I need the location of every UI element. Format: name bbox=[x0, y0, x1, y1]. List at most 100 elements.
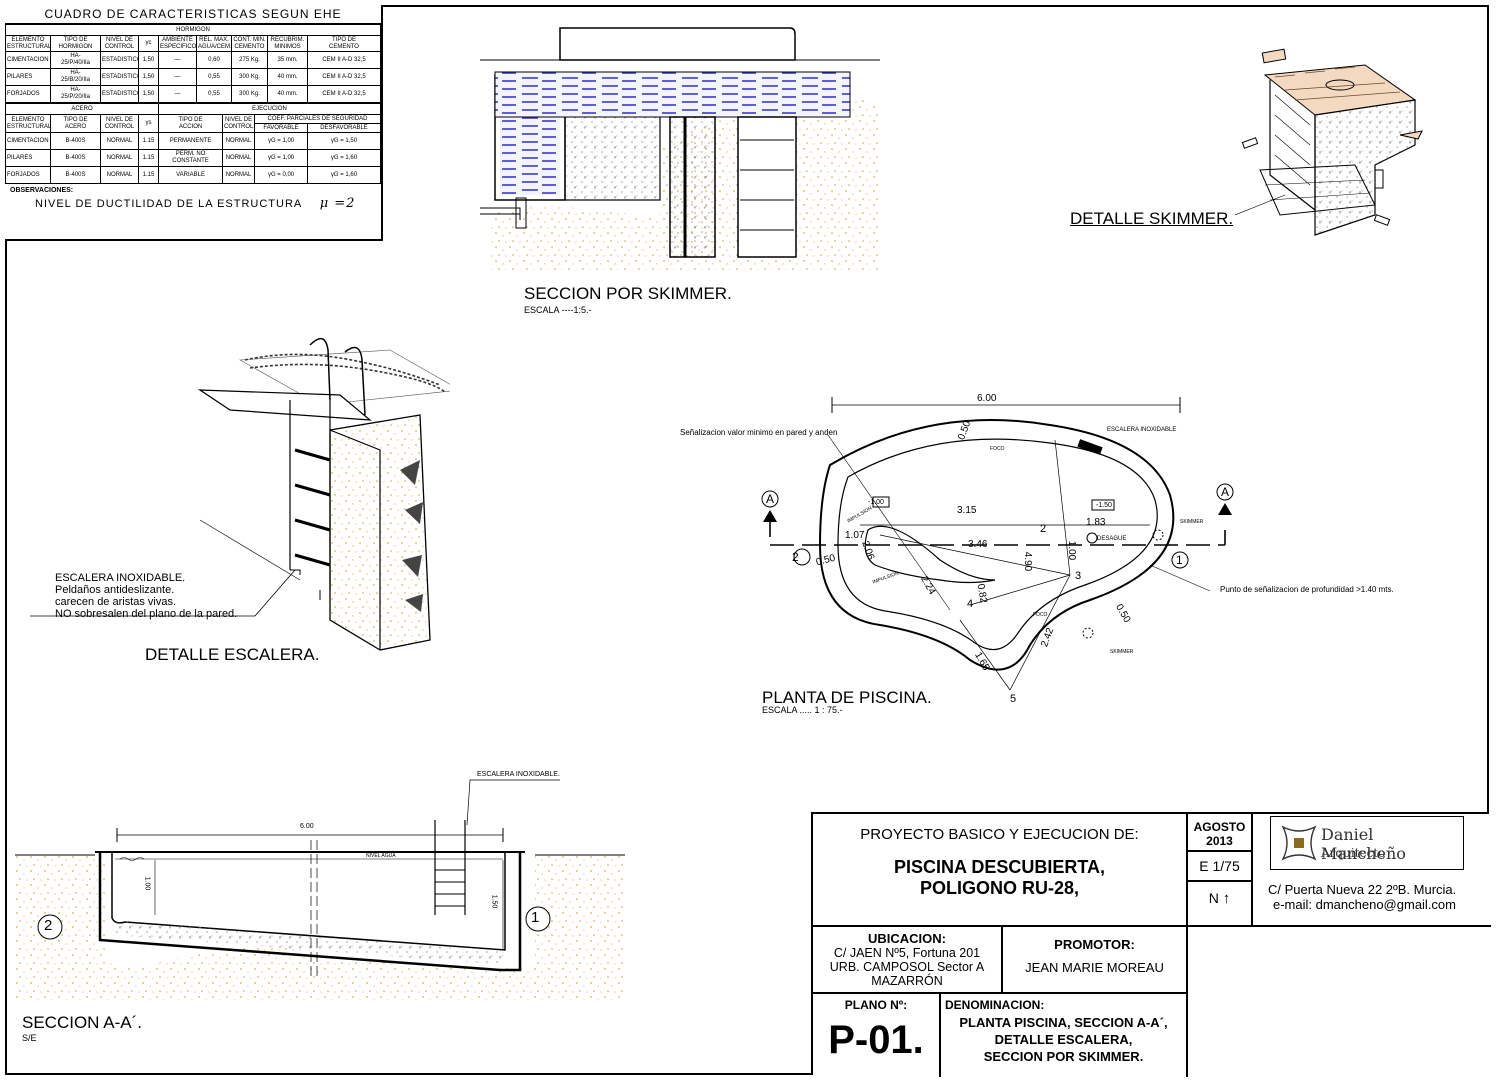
architect-box: Daniel Mancheño Arquitecto C/ Puerta Nue… bbox=[1251, 814, 1491, 925]
table-row: CIMENTACION HA- 25/P/40/IIa ESTADISTICO … bbox=[5, 51, 381, 69]
hormigon-title: HORMIGON bbox=[5, 24, 381, 36]
table-header-cell: ELEMENTO ESTRUCTURAL bbox=[5, 114, 51, 133]
plan-point-3: 3 bbox=[1075, 570, 1082, 582]
table-cell: 1,50 bbox=[138, 68, 159, 86]
table-cell: 1,50 bbox=[138, 85, 159, 103]
section-point-1: 1 bbox=[531, 909, 540, 926]
table-cell: ESTADISTICO bbox=[100, 68, 139, 86]
table-cell: — bbox=[158, 68, 197, 86]
denominacion-line: DETALLE ESCALERA, bbox=[994, 1032, 1133, 1047]
ladder-note-line: NO sobresalen del plano de la pared. bbox=[55, 608, 238, 620]
table-cell: ESTADISTICO bbox=[100, 85, 139, 103]
plan-dim-315: 3.15 bbox=[957, 505, 977, 516]
table-cell: B-400S bbox=[50, 132, 101, 150]
plan-label-punto: Punto de señalizacion de profundidad >1.… bbox=[1220, 585, 1394, 594]
ubicacion-line: MAZARRÓN bbox=[871, 974, 943, 988]
plan-dim-490: 4.90 bbox=[1022, 551, 1034, 572]
acero-table: ACERO EJECUCION ELEMENTO ESTRUCTURAL TIP… bbox=[4, 103, 381, 184]
table-cell: NORMAL bbox=[100, 166, 139, 184]
table-cell: PILARES bbox=[5, 68, 51, 86]
table-header-cell: TIPO DE HORMIGON bbox=[50, 35, 101, 52]
plan-scale: ESCALA ..... 1 : 75.- bbox=[762, 705, 843, 715]
north-label: N bbox=[1208, 890, 1219, 906]
skimmer-detail-drawing bbox=[1235, 48, 1423, 236]
plan-dim-346: 3.46 bbox=[968, 539, 988, 550]
table-cell: NORMAL bbox=[222, 149, 256, 167]
observaciones-label: OBSERVACIONES: bbox=[10, 187, 74, 194]
table-cell: NORMAL bbox=[222, 166, 256, 184]
table-cell: 0,55 bbox=[196, 85, 232, 103]
ladder-detail-drawing bbox=[197, 337, 450, 651]
plan-point-1: 1 bbox=[1176, 553, 1183, 567]
table-cell: γG = 1,60 bbox=[307, 149, 381, 167]
table-cell: 40 mm. bbox=[267, 68, 308, 86]
table-cell: 300 Kg. bbox=[231, 85, 268, 103]
coef-title: COEF. PARCIALES DE SEGURIDAD bbox=[254, 114, 381, 124]
ehe-characteristics-table: CUADRO DE CARACTERISTICAS SEGUN EHE HORM… bbox=[4, 5, 383, 241]
sheet-frame bbox=[5, 5, 1489, 1075]
project-box: PROYECTO BASICO Y EJECUCION DE: PISCINA … bbox=[813, 814, 1186, 925]
table-header-cell: AMBIENTE ESPECIFICO bbox=[158, 35, 197, 52]
ladder-note-line: carecen de aristas vivas. bbox=[55, 596, 177, 608]
table-cell: — bbox=[158, 85, 197, 103]
table-cell: B-400S bbox=[50, 166, 101, 184]
table-cell: FORJADOS bbox=[5, 85, 51, 103]
section-aa-scale: S/E bbox=[22, 1033, 37, 1043]
denominacion-box: DENOMINACION: PLANTA PISCINA, SECCION A-… bbox=[939, 992, 1186, 1077]
plan-label-skimmer-2: SKIMMER bbox=[1110, 649, 1134, 655]
plan-label-foco: FOCO bbox=[990, 446, 1005, 452]
plan-label-skimmer-1: SKIMMER bbox=[1180, 519, 1204, 525]
table-cell: — bbox=[158, 51, 197, 69]
table-cell: 1.15 bbox=[137, 166, 160, 184]
hormigon-table: HORMIGON ELEMENTO ESTRUCTURAL TIPO DE HO… bbox=[5, 24, 381, 103]
plan-point-2: 2 bbox=[792, 550, 799, 564]
table-cell: HA- 25/B/20/IIa bbox=[50, 68, 101, 86]
table-cell: VARIABLE bbox=[158, 166, 224, 184]
title-block: PROYECTO BASICO Y EJECUCION DE: PISCINA … bbox=[811, 812, 1491, 1077]
table-cell: PILARES bbox=[5, 149, 51, 167]
table-cell: 300 Kg. bbox=[231, 68, 268, 86]
promotor-box: PROMOTOR: JEAN MARIE MOREAU bbox=[1001, 925, 1186, 992]
ubicacion-box: UBICACION: C/ JAEN Nº5, Fortuna 201 URB.… bbox=[813, 925, 1001, 992]
table-row: FORJADOS HA- 25/P/20/IIa ESTADISTICO 1,5… bbox=[5, 85, 381, 103]
plan-section-mark-right: A bbox=[1221, 485, 1230, 499]
table-cell: FORJADOS bbox=[5, 166, 51, 184]
table-cell: NORMAL bbox=[222, 132, 256, 150]
empty-box bbox=[1186, 925, 1491, 992]
date-year: 2013 bbox=[1188, 834, 1251, 852]
architect-title: Arquitecto bbox=[1321, 846, 1386, 860]
table-cell: CEM II A-D 32,5 bbox=[307, 85, 381, 103]
table-header-cell: RECUBRIM. MINIMOS bbox=[267, 35, 308, 52]
denominacion-line: PLANTA PISCINA, SECCION A-A´, bbox=[959, 1015, 1168, 1030]
table-header-cell: TIPO DE ACERO bbox=[50, 114, 101, 133]
acero-title: ACERO bbox=[4, 103, 160, 115]
plan-label-desague: DESAGUE bbox=[1097, 536, 1127, 542]
ladder-note-line: Peldaños antideslizante. bbox=[55, 584, 175, 596]
table-cell: 1,50 bbox=[138, 51, 159, 69]
architect-name: Daniel Mancheño bbox=[1321, 825, 1406, 863]
table-header-cell: NIVEL DE CONTROL bbox=[222, 114, 256, 133]
ladder-detail-title: DETALLE ESCALERA. bbox=[145, 645, 320, 664]
pool-plan-drawing bbox=[761, 397, 1234, 691]
plan-scale-value: E 1/75 bbox=[1188, 852, 1251, 882]
table-cell: PERM. NO CONSTANTE bbox=[158, 149, 224, 167]
ladder-note: ESCALERA INOXIDABLE. Peldaños antidesliz… bbox=[55, 572, 237, 620]
table-header-cell: γc bbox=[138, 35, 159, 52]
table-row: FORJADOS B-400S NORMAL 1.15 VARIABLE NOR… bbox=[5, 166, 381, 184]
skimmer-section-drawing bbox=[480, 27, 880, 271]
table-cell: B-400S bbox=[50, 149, 101, 167]
observaciones-text: NIVEL DE DUCTILIDAD DE LA ESTRUCTURA μ =… bbox=[5, 194, 381, 211]
plan-level-150: -1.50 bbox=[1096, 502, 1112, 509]
section-dim-150: 1.50 bbox=[490, 894, 498, 909]
skimmer-section-scale: ESCALA ----1:5.- bbox=[524, 305, 592, 315]
table-cell: 1.15 bbox=[137, 149, 160, 167]
divider bbox=[1186, 992, 1188, 1077]
project-label: PROYECTO BASICO Y EJECUCION DE: bbox=[860, 826, 1139, 843]
denominacion-label: DENOMINACION: bbox=[945, 998, 1045, 1012]
table-cell: ESTADISTICO bbox=[100, 51, 139, 69]
north-arrow-icon: ↑ bbox=[1222, 890, 1231, 907]
table-header-cell: ELEMENTO ESTRUCTURAL bbox=[5, 35, 51, 52]
skimmer-detail-title: DETALLE SKIMMER. bbox=[1070, 209, 1234, 228]
table-header-cell: CONT. MIN. CEMENTO bbox=[231, 35, 268, 52]
table-title: CUADRO DE CARACTERISTICAS SEGUN EHE bbox=[5, 5, 381, 24]
